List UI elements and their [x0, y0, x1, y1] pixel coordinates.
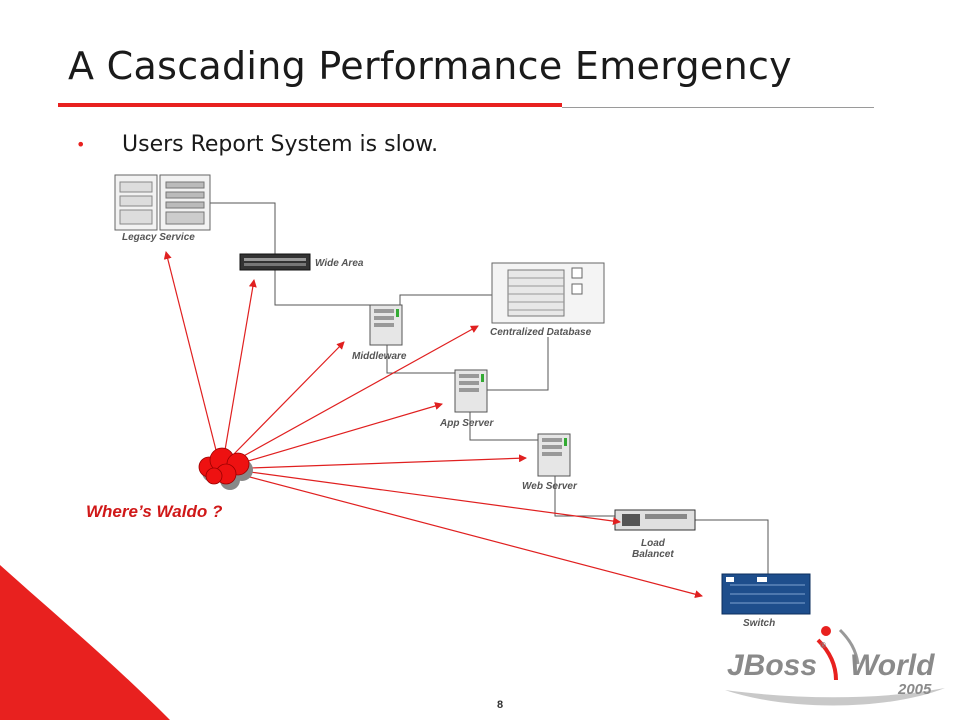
app-server-icon[interactable] — [454, 369, 488, 413]
title-underline-grey — [562, 107, 874, 108]
title-underline-red — [58, 103, 562, 107]
bullet-dot: • — [76, 135, 86, 154]
switch-label: Switch — [743, 618, 775, 629]
corner-swoosh — [0, 565, 170, 720]
slide-title: A Cascading Performance Emergency — [68, 44, 792, 88]
wide-area-label: Wide Area — [315, 258, 364, 269]
waldo-arrows — [163, 251, 703, 599]
waldo-cloud-icon[interactable] — [198, 447, 253, 490]
middleware-server-icon[interactable] — [369, 304, 403, 346]
database-icon[interactable] — [491, 262, 605, 324]
load-balancer-label-line2: Balancet — [632, 549, 674, 560]
bullet-text: Users Report System is slow. — [122, 132, 439, 157]
logo-registered-mark: ® — [820, 641, 826, 650]
load-balancer-icon[interactable] — [614, 509, 696, 531]
web-server-icon[interactable] — [537, 433, 571, 477]
page-number: 8 — [497, 699, 504, 711]
database-label: Centralized Database — [490, 327, 592, 338]
waldo-label: Where’s Waldo ? — [86, 502, 223, 521]
legacy-service-label: Legacy Service — [122, 232, 195, 243]
logo-world-text: World — [850, 649, 935, 682]
web-server-label: Web Server — [522, 481, 578, 492]
legacy-service-icon[interactable] — [114, 174, 211, 231]
logo-jboss-text: JBoss — [727, 649, 817, 682]
switch-icon[interactable] — [721, 573, 811, 615]
app-server-label: App Server — [439, 418, 494, 429]
middleware-label: Middleware — [352, 351, 407, 362]
logo-year-text: 2005 — [897, 681, 932, 698]
load-balancer-label-line1: Load — [641, 538, 666, 549]
jboss-world-logo: JBoss ® World 2005 — [725, 626, 945, 706]
wide-area-icon[interactable] — [239, 253, 311, 271]
